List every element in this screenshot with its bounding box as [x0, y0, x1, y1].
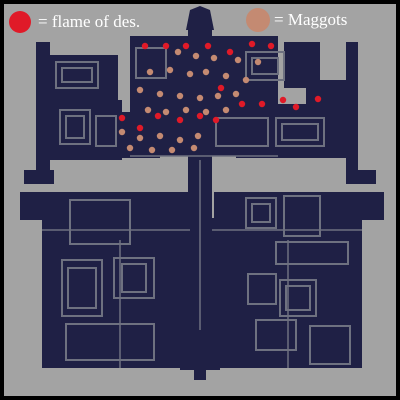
maggot-marker [234, 56, 242, 64]
maggot-marker [222, 72, 230, 80]
flame-marker [136, 124, 144, 132]
flame-markers [118, 40, 322, 132]
maggot-marker [148, 146, 156, 154]
maggot-markers [118, 48, 262, 154]
flame-marker [226, 48, 234, 56]
maggot-marker [214, 92, 222, 100]
maggot-marker [254, 58, 262, 66]
maggot-marker [144, 106, 152, 114]
flame-marker [176, 116, 184, 124]
maggot-marker [136, 86, 144, 94]
maggot-marker [186, 70, 194, 78]
flame-marker [217, 84, 225, 92]
maggot-marker [210, 54, 218, 62]
maggot-marker [136, 134, 144, 142]
maggot-marker [202, 108, 210, 116]
legend-maggot-label: = Maggots [274, 10, 348, 29]
maggot-marker [242, 76, 250, 84]
flame-marker [162, 42, 170, 50]
maggot-marker [168, 146, 176, 154]
maggot-marker [222, 106, 230, 114]
maggot-marker [202, 68, 210, 76]
maggot-marker [146, 68, 154, 76]
legend-flame-dot [9, 11, 31, 33]
flame-marker [204, 42, 212, 50]
flame-marker [212, 116, 220, 124]
maggot-marker [174, 48, 182, 56]
maggot-marker [156, 90, 164, 98]
flame-marker [248, 40, 256, 48]
flame-marker [118, 114, 126, 122]
flame-marker [238, 100, 246, 108]
maggot-marker [118, 128, 126, 136]
dungeon-walls [55, 47, 351, 365]
flame-marker [182, 42, 190, 50]
corridor-lines [42, 155, 362, 368]
maggot-marker [126, 144, 134, 152]
maggot-marker [196, 94, 204, 102]
maggot-marker [192, 52, 200, 60]
maggot-marker [176, 92, 184, 100]
flame-marker [292, 103, 300, 111]
flame-marker [154, 112, 162, 120]
flame-marker [258, 100, 266, 108]
maggot-marker [162, 108, 170, 116]
flame-marker [141, 42, 149, 50]
maggot-marker [232, 90, 240, 98]
maggot-marker [166, 66, 174, 74]
maggot-marker [194, 132, 202, 140]
flame-marker [279, 96, 287, 104]
flame-marker [314, 95, 322, 103]
maggot-marker [190, 144, 198, 152]
flame-marker [267, 42, 275, 50]
legend-flame-label: = flame of des. [38, 12, 141, 31]
maggot-marker [182, 106, 190, 114]
flame-marker [196, 112, 204, 120]
maggot-marker [176, 136, 184, 144]
maggot-marker [156, 132, 164, 140]
legend-maggot-dot [246, 8, 270, 32]
